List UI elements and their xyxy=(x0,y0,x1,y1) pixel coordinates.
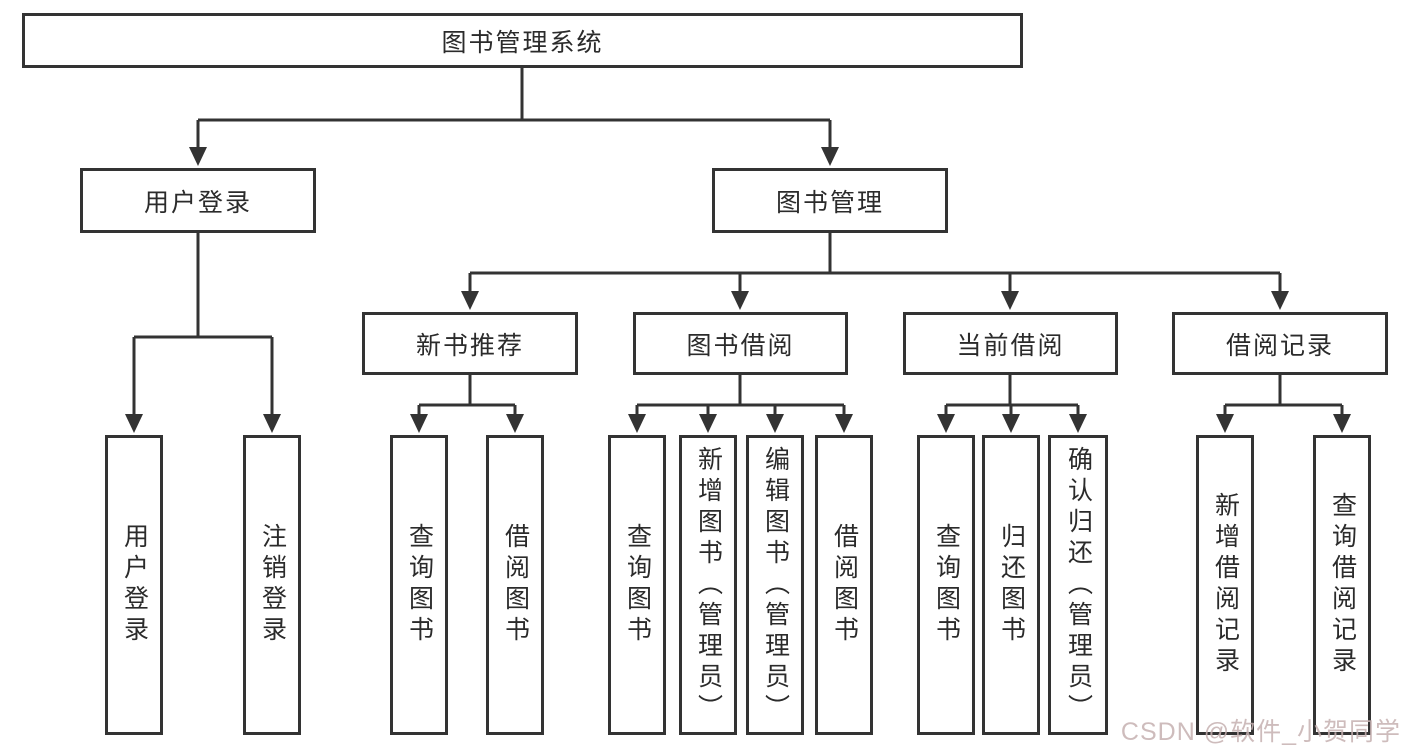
csdn-watermark: CSDN @软件_小贺同学 xyxy=(1120,718,1401,746)
node-borrowing-records: 借阅记录 xyxy=(1172,312,1388,375)
node-root-system: 图书管理系统 xyxy=(22,13,1023,68)
node-ul-user-login: 用户登录 xyxy=(105,435,163,735)
node-cb-return-books: 归还图书 xyxy=(982,435,1040,735)
node-cb-confirm-return-admin: 确认归还（管理员） xyxy=(1048,435,1108,735)
node-bb-query-books: 查询图书 xyxy=(608,435,666,735)
node-ul-logout: 注销登录 xyxy=(243,435,301,735)
node-cb-query-books: 查询图书 xyxy=(917,435,975,735)
node-user-login: 用户登录 xyxy=(80,168,316,233)
node-current-borrowing: 当前借阅 xyxy=(903,312,1118,375)
node-new-book-recommend: 新书推荐 xyxy=(362,312,578,375)
node-bb-add-books-admin: 新增图书（管理员） xyxy=(679,435,737,735)
node-br-query-borrow-record: 查询借阅记录 xyxy=(1313,435,1371,735)
node-book-management: 图书管理 xyxy=(712,168,948,233)
node-bb-edit-books-admin: 编辑图书（管理员） xyxy=(746,435,804,735)
node-book-borrowing: 图书借阅 xyxy=(633,312,848,375)
node-nb-borrow-books: 借阅图书 xyxy=(486,435,544,735)
node-nb-query-books: 查询图书 xyxy=(390,435,448,735)
node-br-add-borrow-record: 新增借阅记录 xyxy=(1196,435,1254,735)
node-bb-borrow-books: 借阅图书 xyxy=(815,435,873,735)
